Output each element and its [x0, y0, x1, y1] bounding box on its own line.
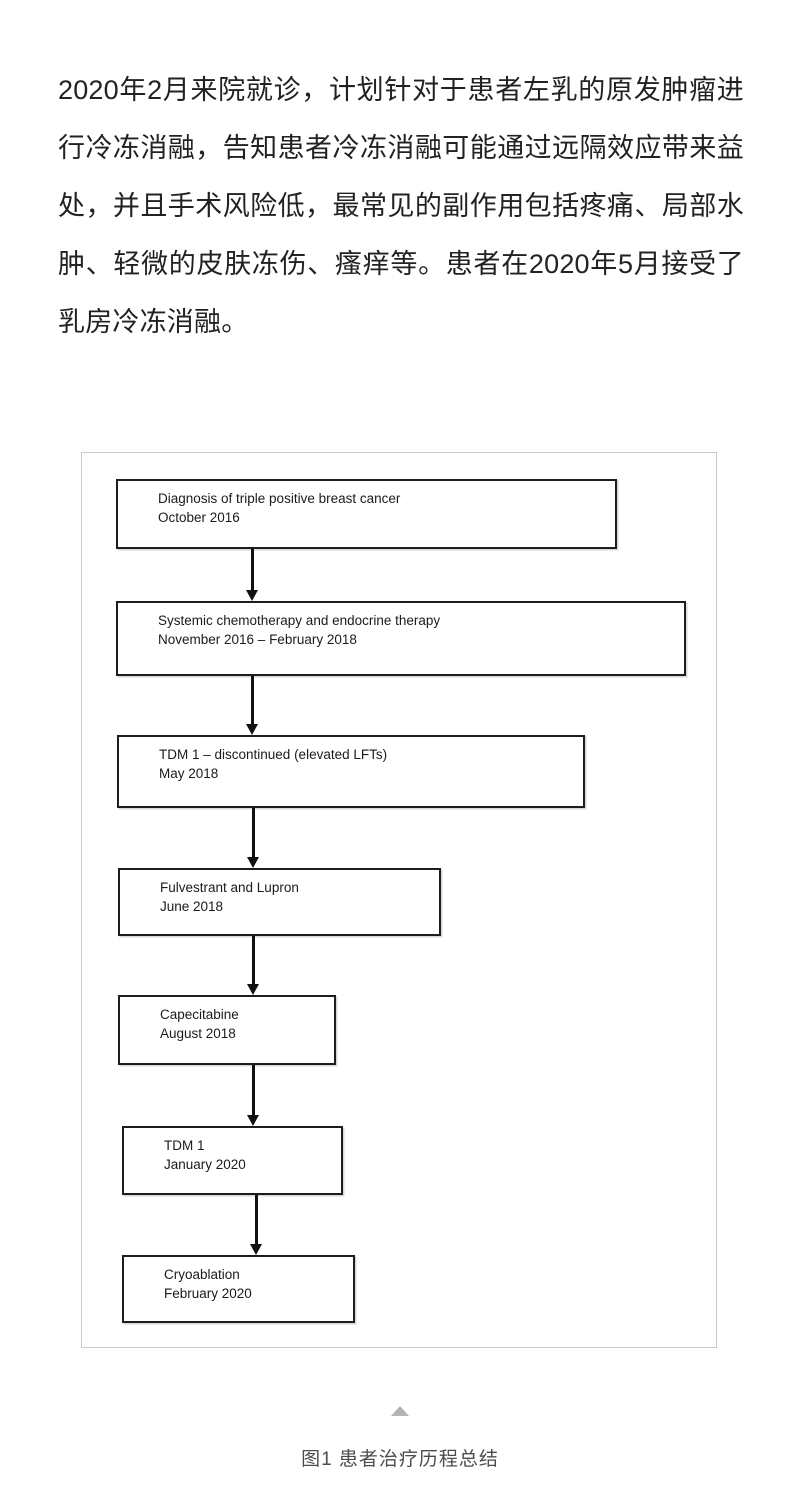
arrow-head [247, 1115, 259, 1126]
node-date: November 2016 – February 2018 [158, 632, 357, 647]
arrow-head [247, 984, 259, 995]
flowchart-node-6[interactable]: TDM 1 January 2020 [122, 1126, 343, 1195]
node-title: TDM 1 – discontinued (elevated LFTs) [159, 747, 388, 762]
node-date: January 2020 [164, 1157, 246, 1172]
flow-arrow-down-icon-1 [246, 549, 259, 601]
arrow-head [246, 590, 258, 601]
flow-arrow-down-icon-6 [250, 1195, 263, 1255]
node-title: Systemic chemotherapy and endocrine ther… [158, 613, 441, 628]
node-title: Cryoablation [164, 1267, 240, 1282]
node-date: May 2018 [159, 766, 219, 781]
flow-arrow-down-icon-3 [247, 808, 260, 868]
flow-arrow-down-icon-4 [247, 936, 260, 995]
flowchart-node-3[interactable]: TDM 1 – discontinued (elevated LFTs) May… [117, 735, 585, 808]
node-title: Diagnosis of triple positive breast canc… [158, 491, 401, 506]
node-title: TDM 1 [164, 1138, 205, 1153]
arrow-head [247, 857, 259, 868]
flowchart-node-5[interactable]: Capecitabine August 2018 [118, 995, 336, 1065]
arrow-shaft [252, 1065, 255, 1115]
node-date: June 2018 [160, 899, 224, 914]
node-date: August 2018 [160, 1026, 236, 1041]
flow-arrow-down-icon-5 [247, 1065, 260, 1126]
arrow-shaft [255, 1195, 258, 1244]
figure-caption: 图1 患者治疗历程总结 [301, 1449, 499, 1470]
arrow-head [250, 1244, 262, 1255]
arrow-shaft [252, 936, 255, 984]
flowchart-node-7[interactable]: Cryoablation February 2020 [122, 1255, 355, 1323]
flowchart-node-1[interactable]: Diagnosis of triple positive breast canc… [116, 479, 617, 549]
flow-arrow-down-icon-2 [246, 676, 259, 735]
flowchart-node-4[interactable]: Fulvestrant and Lupron June 2018 [118, 868, 441, 936]
node-date: February 2020 [164, 1286, 252, 1301]
article-paragraph: 2020年2月来院就诊，计划针对于患者左乳的原发肿瘤进行冷冻消融，告知患者冷冻消… [58, 75, 744, 337]
arrow-shaft [252, 808, 255, 857]
flowchart-node-2[interactable]: Systemic chemotherapy and endocrine ther… [116, 601, 686, 676]
node-date: October 2016 [158, 510, 240, 525]
triangle-up-icon[interactable] [391, 1406, 409, 1416]
arrow-shaft [251, 676, 254, 724]
arrow-head [246, 724, 258, 735]
node-title: Capecitabine [160, 1007, 239, 1022]
node-title: Fulvestrant and Lupron [160, 880, 299, 895]
arrow-shaft [251, 549, 254, 590]
